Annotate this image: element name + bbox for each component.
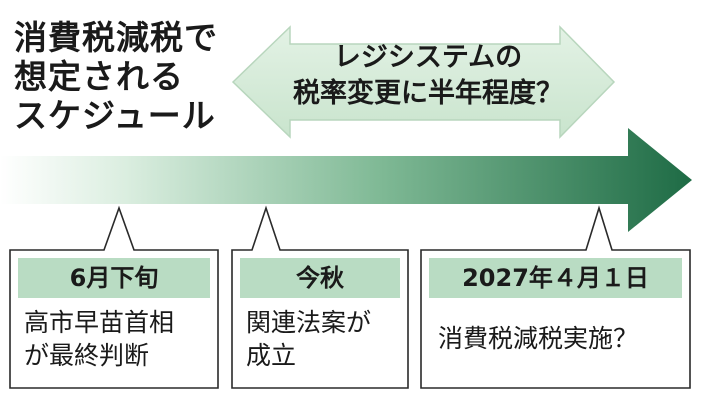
milestone-1-line-2: が最終判断 bbox=[24, 341, 150, 370]
milestone-label-bar-2 bbox=[240, 258, 400, 298]
milestone-2-line-1: 関連法案が bbox=[246, 308, 372, 337]
milestone-description-2: 関連法案が 成立 bbox=[246, 306, 404, 372]
banner-line-1: レジシステムの bbox=[333, 42, 523, 73]
banner-double-arrow bbox=[231, 25, 616, 139]
milestone-heading-1: 6月下旬 bbox=[69, 264, 159, 292]
diagram-title: 消費税減税で 想定される スケジュール bbox=[14, 18, 218, 135]
title-line-2: 想定される bbox=[14, 57, 184, 96]
milestone-description-1: 高市早苗首相 が最終判断 bbox=[24, 306, 214, 372]
milestone-label-bar-3 bbox=[429, 258, 682, 298]
title-line-3: スケジュール bbox=[14, 96, 216, 135]
milestone-3-line-1: 消費税減税実施？ bbox=[438, 324, 639, 353]
milestone-1-line-1: 高市早苗首相 bbox=[24, 308, 175, 337]
milestone-heading-2: 今秋 bbox=[296, 264, 344, 292]
timeline-arrow bbox=[0, 128, 692, 232]
milestone-heading-3: 2027年４月１日 bbox=[462, 264, 649, 292]
banner-line-2: 税率変更に半年程度？ bbox=[293, 78, 563, 109]
milestone-description-3: 消費税減税実施？ bbox=[438, 322, 686, 355]
title-line-1: 消費税減税で bbox=[14, 18, 218, 57]
banner-text: レジシステムの 税率変更に半年程度？ bbox=[268, 40, 588, 112]
milestone-label-bar-1 bbox=[18, 258, 210, 298]
milestone-2-line-2: 成立 bbox=[246, 341, 297, 370]
